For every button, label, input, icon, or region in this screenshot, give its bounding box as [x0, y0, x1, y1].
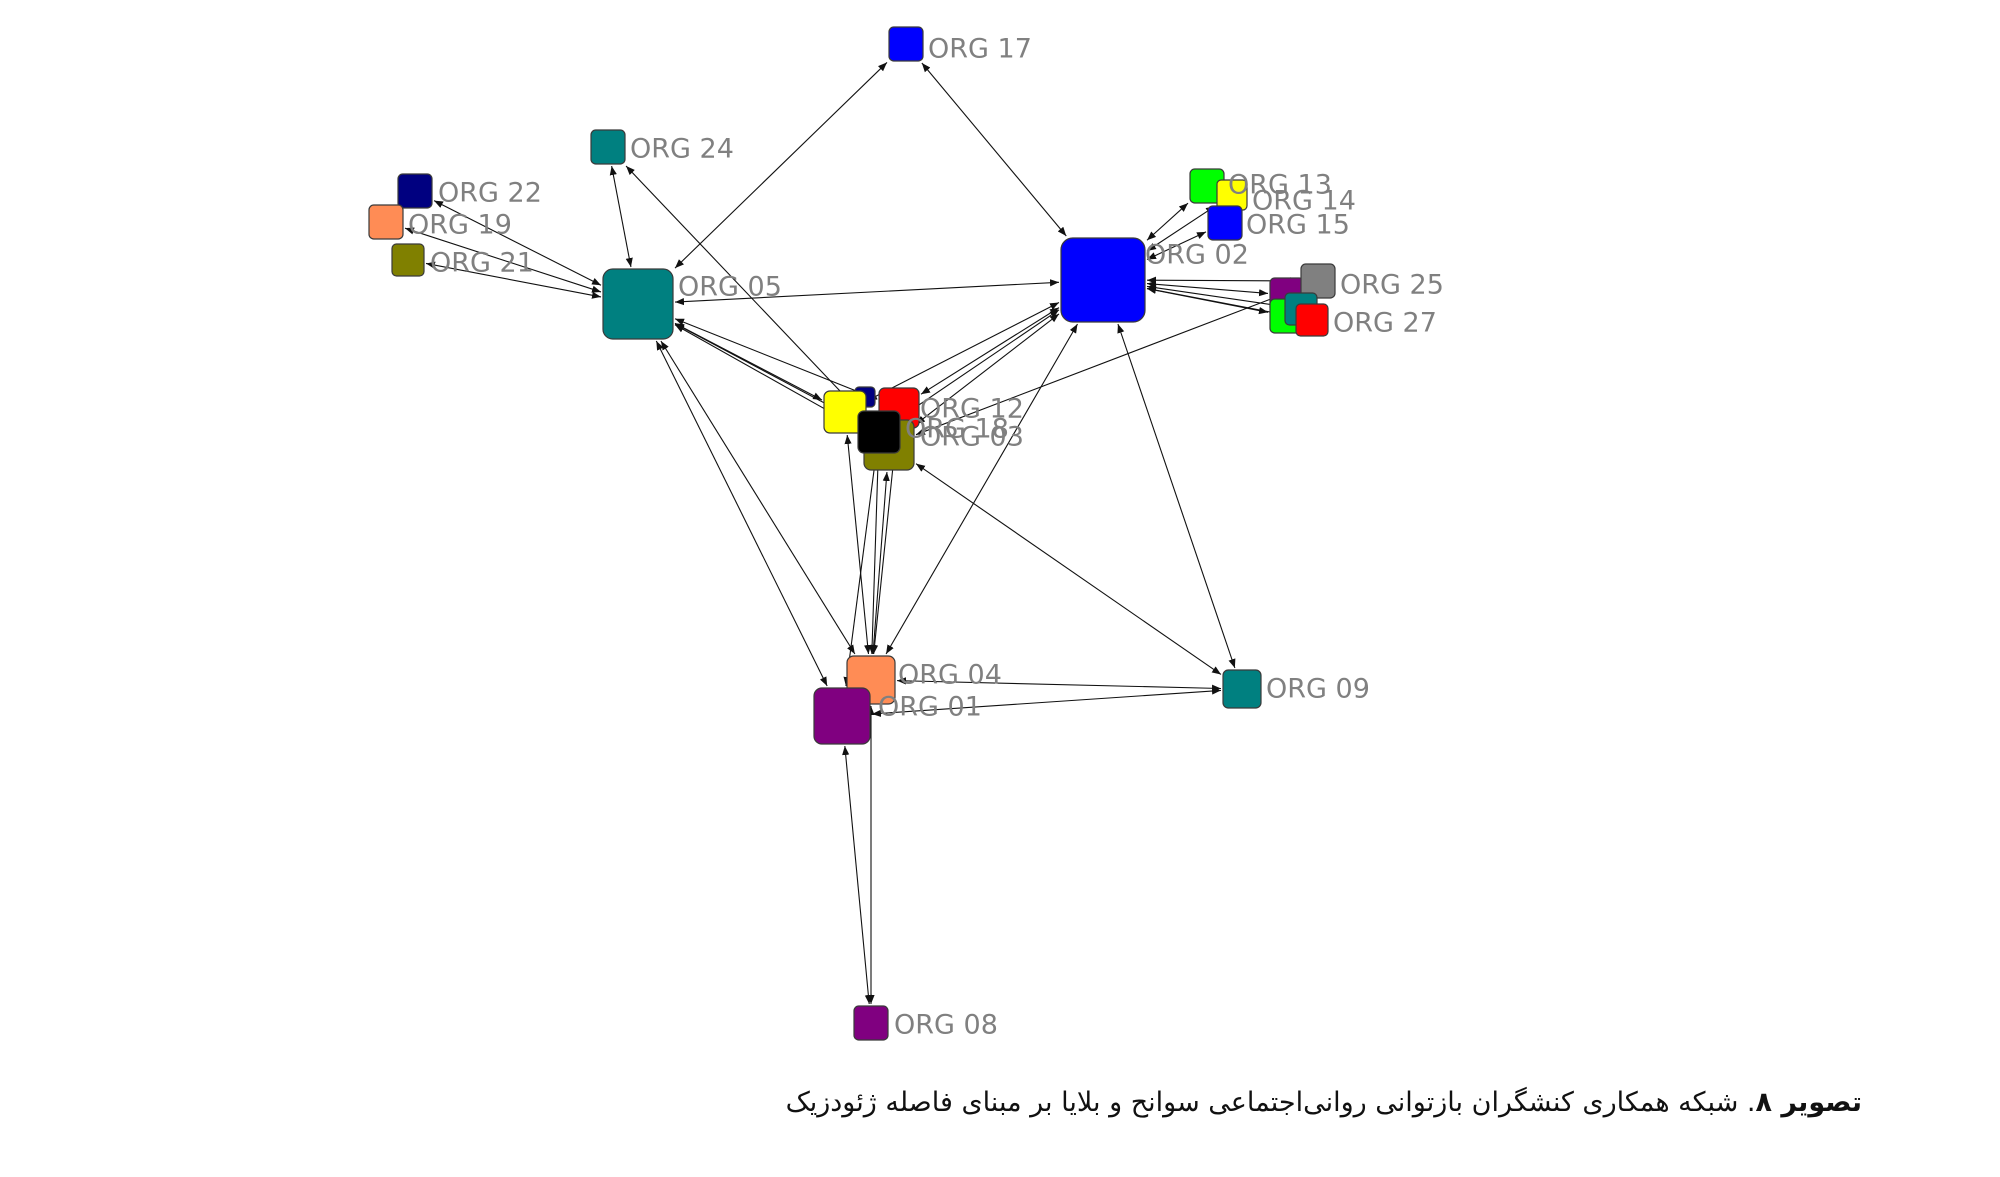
edge-org-02-org-17 [921, 62, 1067, 237]
edge-org-05-org-01 [655, 340, 828, 687]
node-label-org-25: ORG 25 [1340, 270, 1444, 301]
edge-org-02-org-10 [867, 302, 1060, 401]
node-label-org-18: ORG 18 [905, 414, 1009, 445]
node-org-15[interactable] [1207, 205, 1243, 241]
edge-layer [404, 62, 1300, 1005]
node-org-25[interactable] [1300, 263, 1336, 299]
node-box-org-19[interactable] [368, 204, 404, 240]
edge-org-05-org-04 [660, 340, 856, 655]
node-label-org-21: ORG 21 [430, 248, 534, 279]
node-box-org-01[interactable] [813, 687, 871, 745]
node-org-02[interactable] [1060, 237, 1146, 323]
node-org-18[interactable] [857, 410, 901, 454]
edge-org-25-org-03 [915, 287, 1300, 436]
node-box-org-25[interactable] [1300, 263, 1336, 299]
node-label-org-04: ORG 04 [898, 660, 1002, 691]
node-box-org-05[interactable] [602, 268, 674, 340]
node-label-org-15: ORG 15 [1246, 210, 1350, 241]
node-label-org-12: ORG 12 [920, 394, 1024, 425]
edge-org-05-org-12 [674, 318, 878, 400]
edge-org-05-org-21 [425, 261, 602, 299]
node-org-19[interactable] [368, 204, 404, 240]
node-box-org-08[interactable] [853, 1005, 889, 1041]
caption-prefix: تصویر ۸ [1755, 1087, 1863, 1118]
node-label-org-02: ORG 02 [1145, 240, 1249, 271]
node-label-org-13: ORG 13 [1228, 170, 1332, 201]
node-org-09[interactable] [1222, 669, 1262, 709]
node-label-org-17: ORG 17 [928, 34, 1032, 65]
figure-caption: تصویر ۸. شبکه همکاری کنشگران بازتوانی رو… [786, 1087, 1862, 1118]
node-org-24[interactable] [590, 129, 626, 165]
node-box-org-15[interactable] [1207, 205, 1243, 241]
edge-org-02-org-13 [1146, 202, 1189, 241]
node-label-org-24: ORG 24 [630, 134, 734, 165]
node-label-org-27: ORG 27 [1333, 308, 1437, 339]
node-box-org-02[interactable] [1060, 237, 1146, 323]
node-label-org-01: ORG 01 [878, 692, 982, 723]
edge-org-02-org-12 [920, 307, 1060, 395]
edge-org-05-org-24 [609, 165, 633, 268]
node-box-org-17[interactable] [888, 26, 924, 62]
node-org-01[interactable] [813, 687, 871, 745]
node-org-22[interactable] [397, 173, 433, 209]
node-label-org-05: ORG 05 [678, 272, 782, 303]
node-org-05[interactable] [602, 268, 674, 340]
edge-org-02-org-14 [1146, 205, 1216, 252]
node-box-org-21[interactable] [391, 243, 425, 277]
node-box-org-09[interactable] [1222, 669, 1262, 709]
edge-org-02-org-05 [674, 279, 1060, 306]
edge-org-01-org-08 [842, 745, 872, 1005]
node-box-org-24[interactable] [590, 129, 626, 165]
node-box-org-22[interactable] [397, 173, 433, 209]
edge-org-04-org-09 [896, 677, 1222, 692]
node-org-17[interactable] [888, 26, 924, 62]
caption-text: . شبکه همکاری کنشگران بازتوانی روانی‌اجت… [785, 1087, 1756, 1118]
node-org-21[interactable] [391, 243, 425, 277]
edge-org-02-org-09 [1117, 323, 1236, 669]
node-label-org-19: ORG 19 [408, 210, 512, 241]
node-label-org-03: ORG 03 [920, 422, 1024, 453]
node-label-org-22: ORG 22 [438, 178, 542, 209]
edge-org-05-org-17 [674, 62, 888, 269]
node-label-org-14: ORG 14 [1252, 186, 1356, 217]
edge-org-03-org-09 [915, 463, 1222, 675]
node-box-org-18[interactable] [857, 410, 901, 454]
node-org-27[interactable] [1295, 303, 1329, 337]
node-label-org-09: ORG 09 [1266, 674, 1370, 705]
node-label-org-08: ORG 08 [894, 1010, 998, 1041]
edge-org-18-org-01 [843, 454, 879, 687]
node-org-08[interactable] [853, 1005, 889, 1041]
edge-org-01-org-09 [871, 687, 1222, 717]
node-box-org-27[interactable] [1295, 303, 1329, 337]
